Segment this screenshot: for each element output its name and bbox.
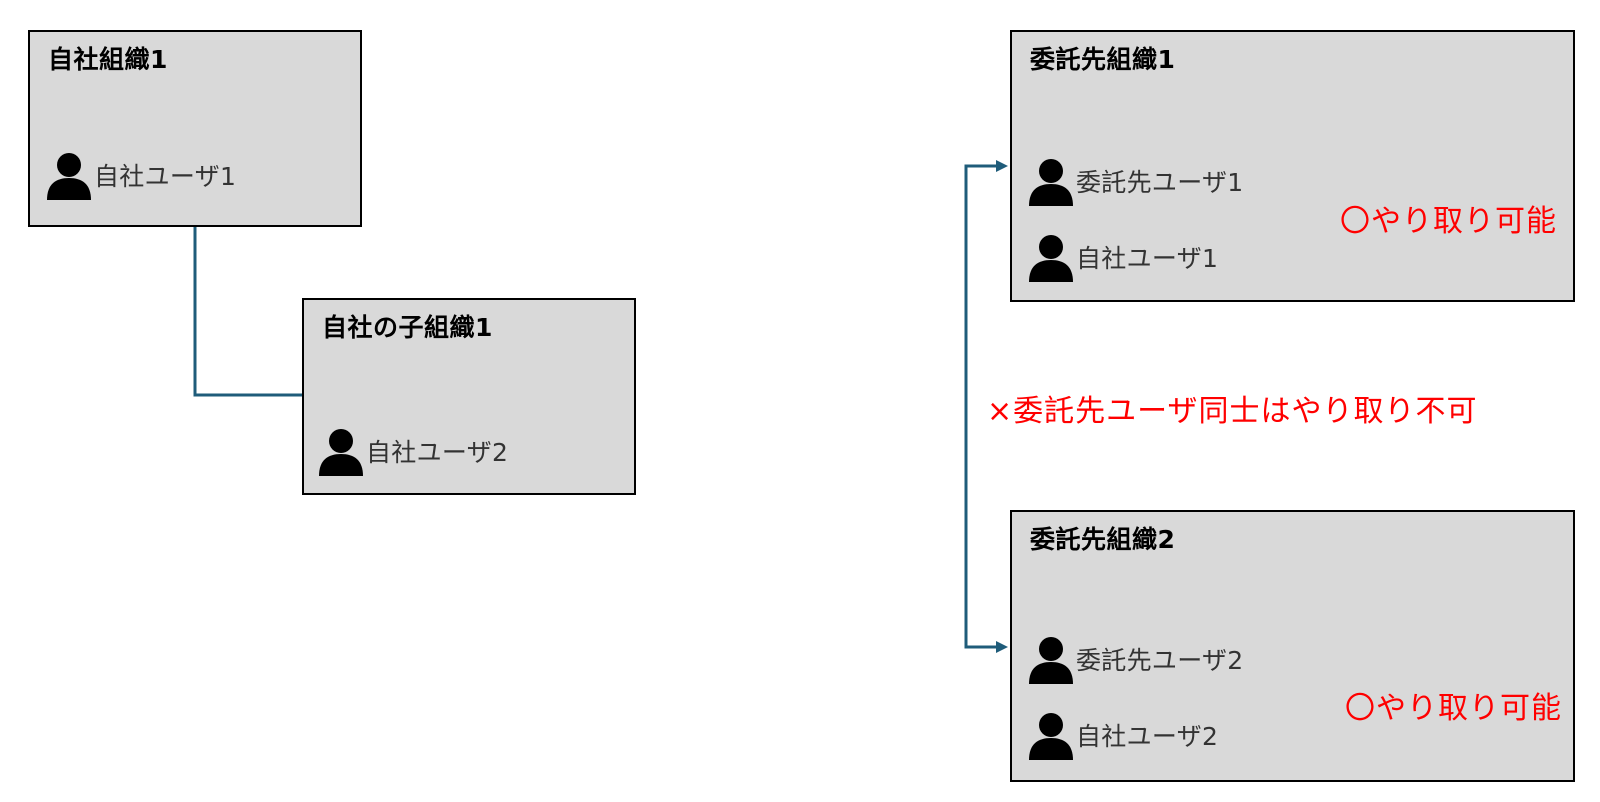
- contractor-org2-note: 〇やり取り可能: [1345, 691, 1562, 726]
- person-icon: [44, 150, 94, 200]
- arrowhead-bottom: [996, 641, 1008, 653]
- contractor-org2-title: 委託先組織2: [1030, 525, 1176, 554]
- user-label: 自社ユーザ1: [1076, 244, 1219, 273]
- contractor-org2-user1: 委託先ユーザ2: [1026, 634, 1244, 684]
- person-icon: [1026, 710, 1076, 760]
- contractor-org2-box: 委託先組織2 委託先ユーザ2 自社ユーザ2: [1010, 510, 1575, 782]
- contractor-org1-note: 〇やり取り可能: [1340, 204, 1557, 239]
- child-org-user: 自社ユーザ2: [316, 426, 508, 476]
- contractor-org1-box: 委託先組織1 委託先ユーザ1 自社ユーザ1: [1010, 30, 1575, 302]
- contractor-org1-user1: 委託先ユーザ1: [1026, 156, 1244, 206]
- contractor-org1-user2: 自社ユーザ1: [1026, 232, 1218, 282]
- user-label: 自社ユーザ2: [366, 438, 509, 467]
- hierarchy-connector: [193, 227, 302, 397]
- arrowhead-top: [996, 160, 1008, 172]
- child-org-title: 自社の子組織1: [322, 313, 493, 342]
- user-label: 委託先ユーザ1: [1076, 168, 1244, 197]
- contractor-org1-title: 委託先組織1: [1030, 45, 1176, 74]
- cross-org-note: ×委託先ユーザ同士はやり取り不可: [987, 394, 1478, 429]
- cross-org-connector: [964, 164, 1005, 649]
- own-org-user: 自社ユーザ1: [44, 150, 236, 200]
- person-icon: [316, 426, 366, 476]
- child-org-box: 自社の子組織1 自社ユーザ2: [302, 298, 636, 495]
- user-label: 自社ユーザ2: [1076, 722, 1219, 751]
- user-label: 委託先ユーザ2: [1076, 646, 1244, 675]
- own-org-title: 自社組織1: [48, 45, 168, 74]
- person-icon: [1026, 634, 1076, 684]
- contractor-org2-user2: 自社ユーザ2: [1026, 710, 1218, 760]
- person-icon: [1026, 156, 1076, 206]
- own-org-box: 自社組織1 自社ユーザ1: [28, 30, 362, 227]
- person-icon: [1026, 232, 1076, 282]
- user-label: 自社ユーザ1: [94, 162, 237, 191]
